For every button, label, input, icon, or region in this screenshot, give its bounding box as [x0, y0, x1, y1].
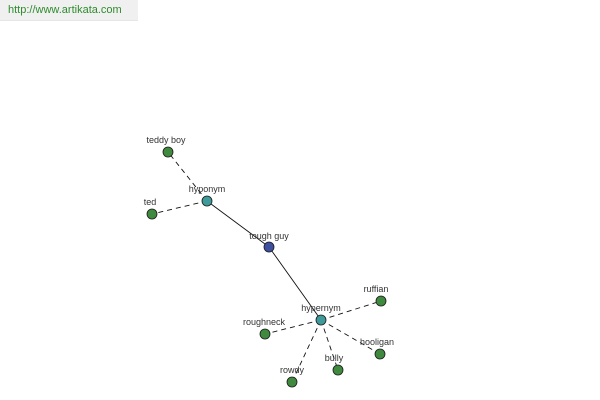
- node-term-rowdy[interactable]: [286, 376, 298, 388]
- edge-central-hypernym: [268, 246, 322, 321]
- node-relation-hyponym[interactable]: [201, 195, 213, 207]
- label-term-bully: bully: [325, 353, 344, 363]
- edge-hypernym-rowdy: [291, 319, 322, 383]
- label-term-hooligan: hooligan: [360, 337, 394, 347]
- node-term-hooligan[interactable]: [374, 348, 386, 360]
- node-term-teddy-boy[interactable]: [162, 146, 174, 158]
- node-term-ruffian[interactable]: [375, 295, 387, 307]
- edge-hypernym-ruffian: [320, 300, 382, 321]
- label-term-teddy-boy: teddy boy: [146, 135, 186, 145]
- edge-hypernym-roughneck: [264, 319, 322, 335]
- label-term-rowdy: rowdy: [280, 365, 305, 375]
- label-central-tough-guy: tough guy: [249, 231, 289, 241]
- label-term-roughneck: roughneck: [243, 317, 286, 327]
- label-term-ted: ted: [144, 197, 157, 207]
- label-term-ruffian: ruffian: [364, 284, 389, 294]
- label-relation-hypernym: hypernym: [301, 303, 341, 313]
- node-term-bully[interactable]: [332, 364, 344, 376]
- node-central-tough-guy[interactable]: [263, 241, 275, 253]
- node-term-roughneck[interactable]: [259, 328, 271, 340]
- edges-layer: [151, 151, 382, 383]
- node-relation-hypernym[interactable]: [315, 314, 327, 326]
- edge-hyponym-teddy-boy: [167, 151, 208, 202]
- label-relation-hyponym: hyponym: [189, 184, 226, 194]
- node-term-ted[interactable]: [146, 208, 158, 220]
- site-url[interactable]: http://www.artikata.com: [8, 4, 122, 16]
- edge-central-hyponym: [206, 200, 270, 248]
- edge-hypernym-hooligan: [320, 319, 381, 355]
- url-banner: http://www.artikata.com: [0, 0, 138, 21]
- labels-layer: tough guy hyponym teddy boy ted hypernym ruff…: [144, 135, 394, 375]
- edge-hyponym-ted: [151, 200, 208, 215]
- nodes-layer: [146, 146, 387, 388]
